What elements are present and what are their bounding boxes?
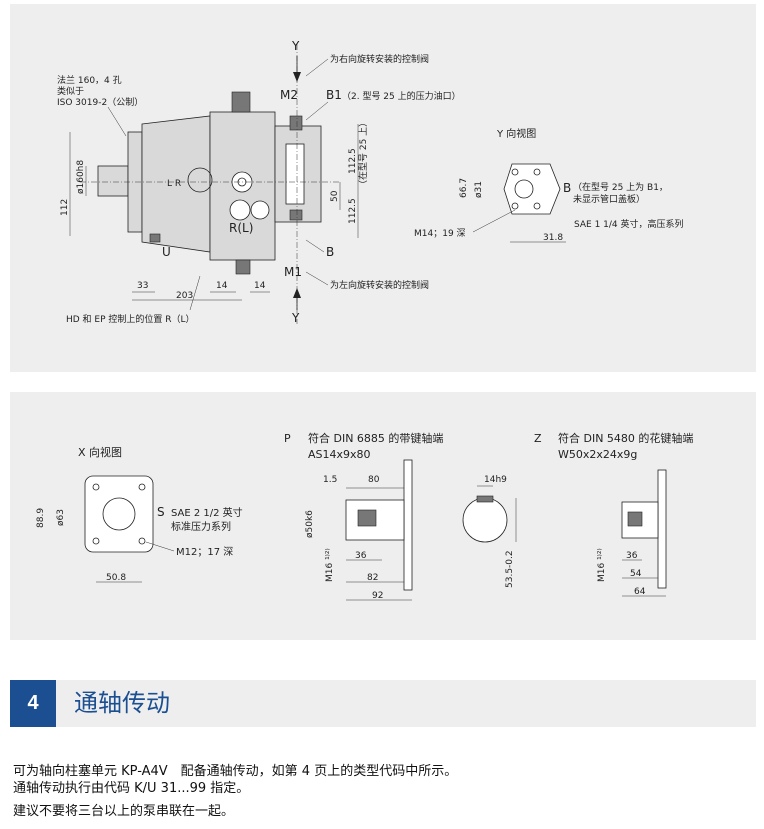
- p-flange: [403, 459, 413, 591]
- z-letter: Z: [534, 432, 542, 445]
- body-text-line-1: 可为轴向柱塞单元 KP-A4V 配备通轴传动，如第 4 页上的类型代码中所示。: [13, 764, 458, 779]
- z-title-1: 符合 DIN 5480 的花键轴端: [558, 431, 693, 445]
- dim-33: 33: [137, 281, 148, 291]
- b1-label: B1: [326, 88, 342, 102]
- y-top-label: Y: [291, 39, 300, 53]
- m2-label: M2: [280, 88, 298, 102]
- x-dim-508: 50.8: [106, 573, 126, 583]
- z-dim-54: 54: [630, 569, 642, 579]
- position-note: HD 和 EP 控制上的位置 R（L）: [66, 313, 195, 325]
- y-view-b-note-1: （在型号 25 上为 B1，: [573, 181, 668, 193]
- y-bottom-label: Y: [291, 311, 300, 325]
- section-number: 4: [10, 680, 56, 727]
- body-text-line-2: 通轴传动执行由代码 K/U 31...99 指定。: [13, 781, 250, 796]
- dim-203: 203: [176, 291, 193, 301]
- p-dim-92: 92: [372, 591, 383, 601]
- flange-note-1: 法兰 160，4 孔: [57, 74, 122, 86]
- shaft-end-drawings: X 向视图 88.9 ø63 S SAE 2 1/2 英寸 标准压力系列 M12…: [36, 431, 693, 601]
- dim-112-5-b: 112.5: [348, 198, 358, 224]
- x-m12: M12；17 深: [176, 546, 233, 558]
- p-dim-82: 82: [367, 573, 378, 583]
- p-dim-36: 36: [355, 551, 367, 561]
- p-title-2: AS14x9x80: [308, 448, 371, 461]
- right-valve-note: 为右向旋转安装的控制阀: [330, 53, 429, 65]
- z-dim-64: 64: [634, 587, 646, 597]
- p-dim-15: 1.5: [323, 475, 337, 485]
- x-sae-1: SAE 2 1/2 英寸: [171, 506, 243, 519]
- p-title-1: 符合 DIN 6885 的带键轴端: [308, 431, 443, 445]
- p-dim-14h9: 14h9: [484, 475, 507, 485]
- x-dim-63: ø63: [56, 509, 66, 526]
- y-view-b-label: B: [563, 181, 571, 195]
- dim-112-5-a: 112.5: [348, 148, 358, 174]
- dim-14-b: 14: [254, 281, 266, 291]
- section-title: 通轴传动: [74, 689, 170, 717]
- y-view-dim-667: 66.7: [459, 178, 469, 198]
- p-dim-50k6: ø50k6: [305, 510, 315, 538]
- y-view-m14: M14；19 深: [414, 228, 466, 239]
- rl-label: R(L): [229, 221, 253, 235]
- x-dim-889: 88.9: [36, 508, 46, 528]
- body-text-line-3: 建议不要将三台以上的泵串联在一起。: [13, 804, 235, 819]
- dim-14-a: 14: [216, 281, 228, 291]
- section-header: 4 通轴传动: [10, 680, 756, 727]
- y-view-b-note-2: 未显示管口盖板）: [573, 193, 645, 205]
- dim-160: ø160h8: [76, 160, 86, 194]
- p-dim-80: 80: [368, 475, 380, 485]
- pump-dimension-drawing: 法兰 160，4 孔 类似于 ISO 3019-2（公制） L R Y Y: [57, 39, 684, 325]
- flange-note-2: 类似于: [57, 85, 84, 97]
- p-letter: P: [284, 432, 291, 445]
- m1-label: M1: [284, 265, 302, 279]
- b1-note: （2. 型号 25 上的压力油口）: [342, 90, 461, 102]
- p-m16: M16 ¹⁾²⁾: [325, 548, 335, 582]
- dim-112-5-note: （在型号 25 上）: [357, 118, 369, 189]
- left-valve-note: 为左向旋转安装的控制阀: [330, 279, 429, 291]
- y-view-sae: SAE 1 1/4 英寸，高压系列: [574, 218, 684, 230]
- z-title-2: W50x2x24x9g: [558, 448, 637, 461]
- z-m16: M16 ¹⁾²⁾: [597, 548, 607, 582]
- bottom-drawing-panel: X 向视图 88.9 ø63 S SAE 2 1/2 英寸 标准压力系列 M12…: [10, 392, 756, 640]
- x-s-label: S: [157, 505, 165, 519]
- dim-50: 50: [330, 190, 340, 202]
- p-dim-535: 53.5-0.2: [505, 550, 515, 588]
- b-label: B: [326, 245, 334, 259]
- top-drawing-panel: 法兰 160，4 孔 类似于 ISO 3019-2（公制） L R Y Y: [10, 4, 756, 372]
- drive-shaft: [97, 165, 129, 197]
- x-sae-2: 标准压力系列: [171, 520, 231, 533]
- dim-112-left: 112: [60, 199, 70, 216]
- flange-note-3: ISO 3019-2（公制）: [57, 96, 143, 108]
- y-view-dim-31: ø31: [474, 181, 484, 198]
- z-flange: [657, 469, 667, 589]
- z-dim-36: 36: [626, 551, 638, 561]
- y-view-dim-318: 31.8: [543, 233, 563, 243]
- p-shaft-section: [462, 497, 508, 543]
- y-view-title: Y 向视图: [496, 127, 536, 140]
- x-view-title: X 向视图: [78, 445, 122, 459]
- u-label: U: [162, 245, 171, 259]
- svg-text:L R: L R: [167, 179, 181, 189]
